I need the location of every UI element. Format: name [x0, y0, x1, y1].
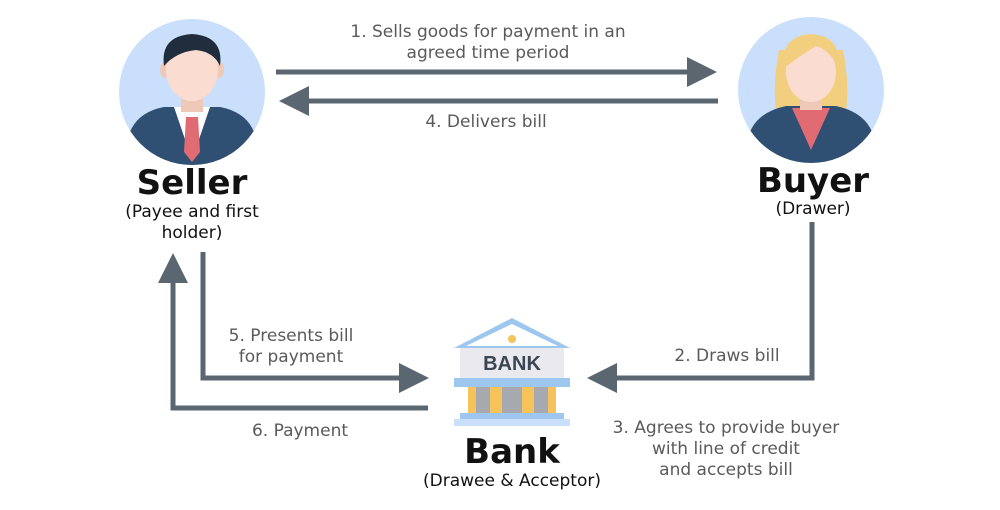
arrow-step6-bank-to-seller	[158, 253, 428, 411]
bank-role: (Drawee & Acceptor)	[423, 471, 601, 491]
step3-label-line2: with line of credit	[652, 439, 800, 459]
step3-label-line1: 3. Agrees to provide buyer	[612, 418, 840, 438]
step1-label-line1: 1. Sells goods for payment in an	[350, 22, 626, 42]
seller-role: (Payee and first holder)	[92, 202, 292, 244]
seller-role-line1: (Payee and first	[125, 202, 259, 222]
bank-sign-text: BANK	[483, 353, 541, 375]
buyer-title: Buyer	[756, 161, 870, 201]
step1-label-line2: agreed time period	[406, 43, 570, 63]
seller-title: Seller	[136, 163, 248, 203]
bank-building-icon: BANK	[454, 318, 570, 426]
step2-label: 2. Draws bill	[674, 346, 780, 366]
buyer-role: (Drawer)	[775, 199, 851, 219]
seller-avatar-icon	[119, 19, 265, 165]
arrow-step2-buyer-to-bank	[587, 222, 815, 393]
buyer-avatar-icon	[738, 17, 884, 163]
step5-label: 5. Presents bill for payment	[215, 326, 367, 368]
step3-label-line3: and accepts bill	[659, 460, 793, 480]
bank-title: Bank	[464, 432, 560, 472]
step4-label: 4. Delivers bill	[425, 112, 547, 132]
step1-label: 1. Sells goods for payment in an agreed …	[330, 22, 646, 64]
seller-role-line2: holder)	[161, 223, 223, 243]
step5-label-line2: for payment	[238, 347, 344, 367]
step3-label: 3. Agrees to provide buyer with line of …	[600, 418, 852, 481]
step6-label: 6. Payment	[251, 421, 349, 441]
step5-label-line1: 5. Presents bill	[228, 326, 354, 346]
arrow-step5-seller-to-bank	[200, 252, 429, 393]
